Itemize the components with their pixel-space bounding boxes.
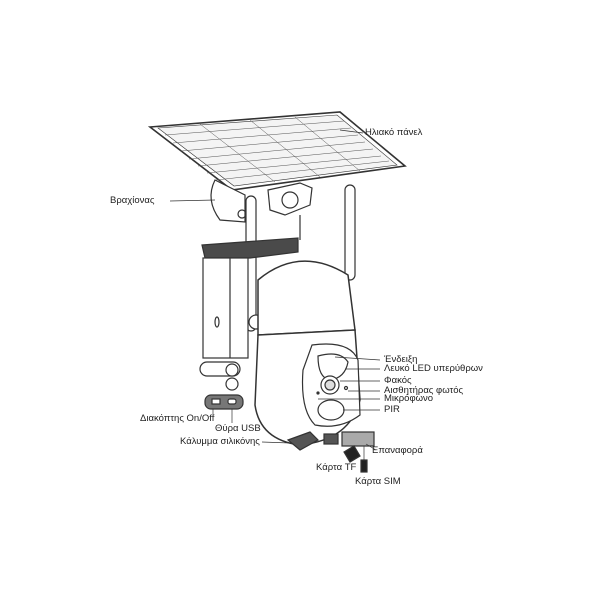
card-slot-detail [286, 431, 375, 473]
label-power-switch: Διακόπτης On/Off [140, 413, 215, 424]
label-sim-card: Κάρτα SIM [355, 476, 401, 487]
solar-panel [147, 111, 407, 191]
label-white-led: Λευκό LED υπερύθρων [384, 363, 483, 374]
camera-body [254, 260, 361, 446]
label-reset: Επαναφορά [372, 445, 423, 456]
label-bracket: Βραχίονας [110, 195, 155, 206]
label-solar-panel: Ηλιακό πάνελ [365, 127, 423, 138]
label-microphone: Μικρόφωνο [384, 393, 434, 404]
label-tf-card: Κάρτα TF [316, 462, 357, 473]
label-pir: PIR [384, 404, 400, 415]
label-usb-port: Θύρα USB [215, 423, 261, 434]
switch-usb-detail [199, 361, 244, 410]
label-silicone-cover: Κάλυμμα σιλικόνης [180, 436, 260, 447]
battery-box [201, 237, 299, 359]
label-light-sensor: Αισθητήρας φωτός [384, 385, 464, 396]
bracket [210, 179, 313, 240]
label-indicator: Ένδειξη [384, 354, 418, 365]
label-lens: Φακός [384, 375, 412, 386]
leader-lines [169, 129, 381, 460]
